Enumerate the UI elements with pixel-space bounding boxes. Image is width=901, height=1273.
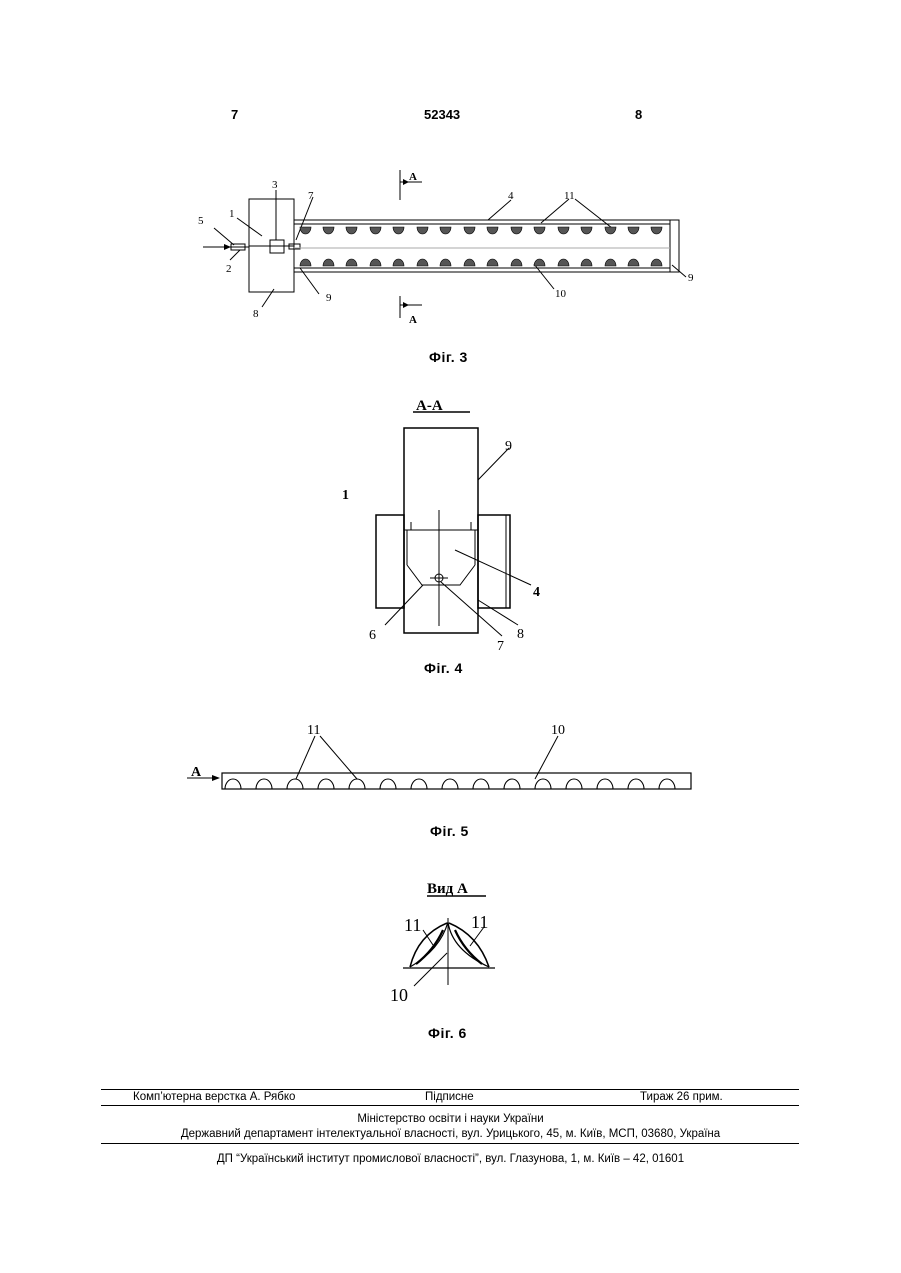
fig6-label-11-right: 11 xyxy=(471,912,488,932)
footer-layout-credit: Комп’ютерна верстка А. Рябко xyxy=(133,1091,295,1103)
footer-ministry: Міністерство освіти і науки України xyxy=(0,1113,901,1125)
footer-signed: Підписне xyxy=(425,1091,474,1103)
fig6-title: Вид A xyxy=(427,881,468,897)
figure-6-caption: Фіг. 6 xyxy=(428,1025,467,1041)
footer-institute: ДП “Український інститут промислової вла… xyxy=(0,1153,901,1165)
footer-rule-bottom xyxy=(101,1143,799,1144)
footer-rule-middle xyxy=(101,1105,799,1106)
footer-rule-top xyxy=(101,1089,799,1090)
footer-department: Державний департамент інтелектуальної вл… xyxy=(0,1128,901,1140)
footer-circulation: Тираж 26 прим. xyxy=(640,1091,723,1103)
fig6-label-10: 10 xyxy=(390,985,408,1005)
fig6-label-11-left: 11 xyxy=(404,915,421,935)
